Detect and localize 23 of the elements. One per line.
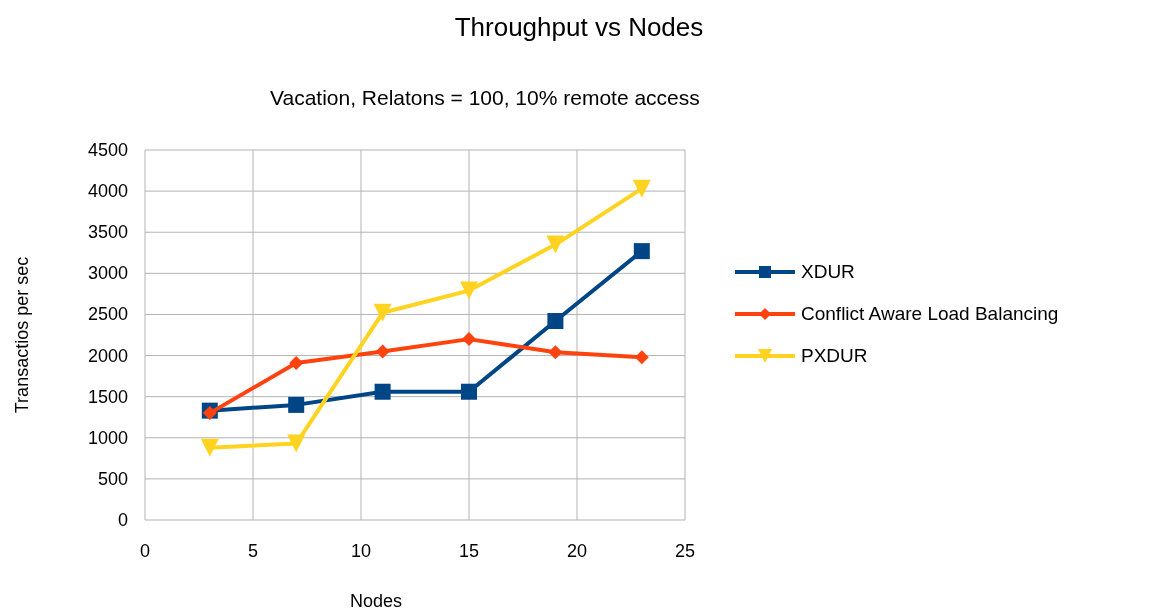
x-tick-label: 10 [350,542,372,560]
chart-subtitle: Vacation, Relatons = 100, 10% remote access [270,85,700,111]
legend-label: PXDUR [801,343,868,368]
y-tick-label: 4500 [87,141,128,159]
y-tick-label: 2500 [87,305,128,324]
x-tick-label: 0 [139,542,151,560]
x-axis-title: Nodes [350,592,403,610]
y-tick-label: 3500 [87,223,128,242]
chart-title: Throughput vs Nodes [454,11,704,44]
y-tick-label: 1000 [87,428,128,447]
x-tick-label: 5 [247,542,259,560]
y-tick-label: 0 [118,511,128,529]
x-tick-label: 25 [674,542,696,560]
y-tick-label: 500 [97,469,128,488]
y-tick-label: 2000 [87,346,128,365]
y-tick-label: 3000 [87,264,128,283]
y-tick-label: 1500 [87,387,128,406]
y-axis-title: Transactios per sec [13,256,31,414]
legend-label: Conflict Aware Load Balancing [801,301,1059,326]
x-tick-label: 20 [566,542,588,560]
legend-label: XDUR [801,259,855,284]
y-tick-label: 4000 [87,182,128,201]
x-tick-label: 15 [458,542,480,560]
